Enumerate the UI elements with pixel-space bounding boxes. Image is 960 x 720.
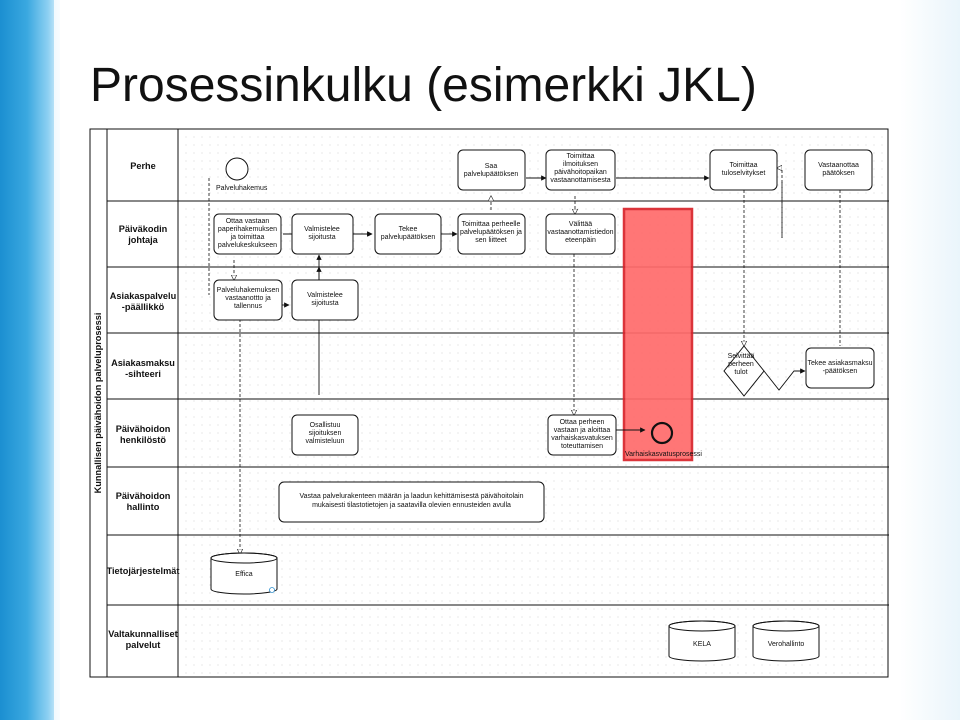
pool-label: Kunnallisen päivähoidon palveluprosessi <box>93 313 103 494</box>
datastore-kela: KELA <box>668 620 736 662</box>
task-administration: Vastaa palvelurakenteen määrän ja laadun… <box>278 481 545 523</box>
svg-text:Effica: Effica <box>235 571 252 578</box>
pool-border <box>89 128 889 678</box>
datastore-verohallinto: Verohallinto <box>752 620 820 662</box>
start-event-label: Palveluhakemus <box>216 185 268 192</box>
svg-text:Verohallinto: Verohallinto <box>768 641 805 648</box>
svg-text:Vastaa palvelurakenteen määrän: Vastaa palvelurakenteen määrän ja laadun… <box>299 493 523 509</box>
process-diagram: Kunnallisen päivähoidon palveluprosessi … <box>89 128 889 685</box>
lane-asiakasmaksusihteeri: Asiakasmaksu-sihteeri <box>111 358 175 379</box>
task-fee-decision: Tekee asiakasmaksu-päätöksen <box>805 347 875 389</box>
slide-title: Prosessinkulku (esimerkki JKL) <box>90 59 757 112</box>
lane-separators <box>107 200 889 606</box>
highlight-region <box>622 207 694 462</box>
datastore-effica: Effica <box>210 552 278 595</box>
lane-perhe: Perhe <box>130 161 156 171</box>
svg-text:Tekee asiakasmaksu-päätöksen: Tekee asiakasmaksu-päätöksen <box>808 360 873 375</box>
svg-text:KELA: KELA <box>693 641 711 648</box>
slide-right-glow <box>900 0 960 720</box>
end-event <box>650 421 674 445</box>
slide-side-decoration <box>0 0 60 720</box>
end-event-label: Varhaiskasvatusprosessi <box>625 451 702 458</box>
flow-gateway-to-fee <box>763 368 806 391</box>
message-flows <box>208 168 841 554</box>
start-event <box>225 157 249 181</box>
lane-tietojarjestelmat: Tietojärjestelmät <box>107 566 180 576</box>
lane-asiakaspalvelupaallikko: Asiakaspalvelu-päällikkö <box>110 291 176 312</box>
